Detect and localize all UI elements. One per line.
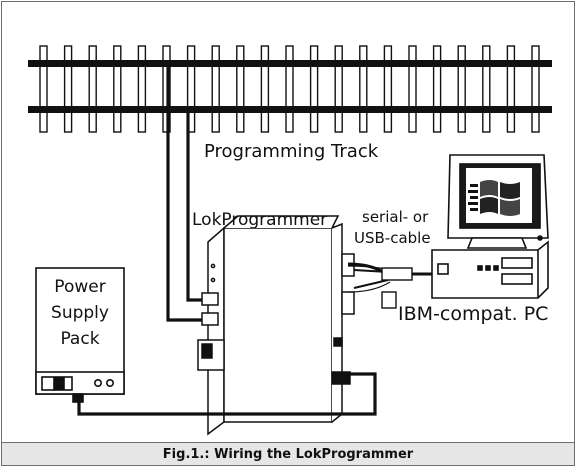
track-sleeper xyxy=(359,45,368,133)
rail-bottom xyxy=(28,106,552,113)
track-sleeper xyxy=(334,45,343,133)
diagram-svg: Programming Track LokProgrammer serial- … xyxy=(28,45,552,436)
track-sleeper xyxy=(186,45,196,133)
serial-usb-cable xyxy=(347,262,432,309)
track-sleeper xyxy=(39,45,48,133)
lokprogrammer-label: LokProgrammer xyxy=(192,210,327,230)
track-sleeper xyxy=(482,45,491,133)
wiring-diagram: Programming Track LokProgrammer serial- … xyxy=(2,2,574,443)
power-label-line1: Power xyxy=(54,277,105,297)
cable-label-line1: serial- or xyxy=(362,208,429,226)
track-sleeper xyxy=(531,45,540,133)
cable-label-line2: USB-cable xyxy=(354,229,431,247)
power-cable xyxy=(77,372,377,416)
track-sleeper xyxy=(309,45,319,133)
track-sleeper xyxy=(137,45,147,133)
track-sleepers xyxy=(39,45,540,133)
figure-caption: Fig.1.: Wiring the LokProgrammer xyxy=(2,443,574,465)
track-sleeper xyxy=(260,45,270,133)
track-sleeper xyxy=(211,45,220,133)
windows-logo-icon xyxy=(468,180,520,216)
track-sleeper xyxy=(457,45,466,133)
track-sleeper xyxy=(88,45,97,133)
track-sleeper xyxy=(408,45,417,133)
track-wires xyxy=(166,67,206,322)
power-supply-pack xyxy=(35,267,125,403)
lokprogrammer-device xyxy=(197,215,355,436)
ibm-compatible-pc xyxy=(431,154,549,299)
track-sleeper xyxy=(383,45,393,133)
pc-label: IBM-compat. PC xyxy=(398,303,548,325)
track-sleeper xyxy=(63,45,73,133)
track-sleeper xyxy=(285,45,294,133)
track-sleeper xyxy=(236,45,245,133)
track-sleeper xyxy=(432,45,442,133)
power-label-line3: Pack xyxy=(60,329,99,349)
track-sleeper xyxy=(113,45,122,133)
rail-top xyxy=(28,60,552,67)
programming-track-label: Programming Track xyxy=(204,141,379,162)
track-sleeper xyxy=(506,45,516,133)
power-label-line2: Supply xyxy=(51,303,109,323)
